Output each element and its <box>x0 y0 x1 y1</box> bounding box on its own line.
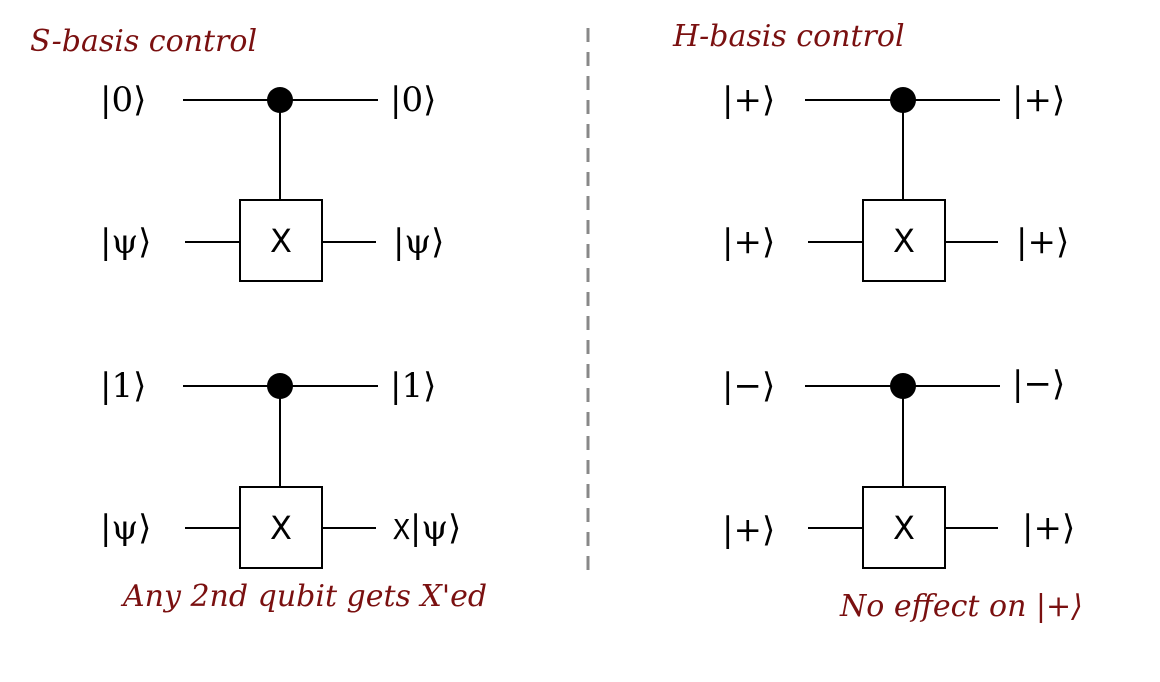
left-title: S-basis control <box>30 24 258 59</box>
x-gate: X <box>862 486 946 569</box>
control-output-ket: |0⟩ <box>390 80 437 120</box>
control-dot <box>267 87 293 113</box>
target-output-ket: |+⟩ <box>1016 222 1070 262</box>
control-input-ket: |−⟩ <box>722 366 776 406</box>
target-output-ket: |+⟩ <box>1022 508 1076 548</box>
target-input-ket: |+⟩ <box>722 222 776 262</box>
target-output: X|ψ⟩ <box>393 511 461 545</box>
control-input-ket: |0⟩ <box>100 80 147 120</box>
control-dot <box>890 87 916 113</box>
target-input-ket: |+⟩ <box>722 510 776 550</box>
x-gate: X <box>239 199 323 282</box>
right-caption: No effect on |+⟩ <box>840 589 1083 624</box>
target-input-ket: |ψ⟩ <box>100 222 152 262</box>
control-dot <box>267 373 293 399</box>
x-gate: X <box>862 199 946 282</box>
right-title: H-basis control <box>673 19 905 54</box>
control-input-ket: |+⟩ <box>722 80 776 120</box>
control-input-ket: |1⟩ <box>100 366 147 406</box>
control-output-ket: |1⟩ <box>390 366 437 406</box>
control-output-ket: |−⟩ <box>1012 364 1066 404</box>
left-caption: Any 2nd qubit gets X'ed <box>123 579 488 614</box>
target-output-ket: |ψ⟩ <box>409 508 462 548</box>
x-operator: X <box>393 513 410 546</box>
target-output-ket: |ψ⟩ <box>393 222 445 262</box>
control-dot <box>890 373 916 399</box>
x-gate: X <box>239 486 323 569</box>
target-input-ket: |ψ⟩ <box>100 508 152 548</box>
control-output-ket: |+⟩ <box>1012 80 1066 120</box>
